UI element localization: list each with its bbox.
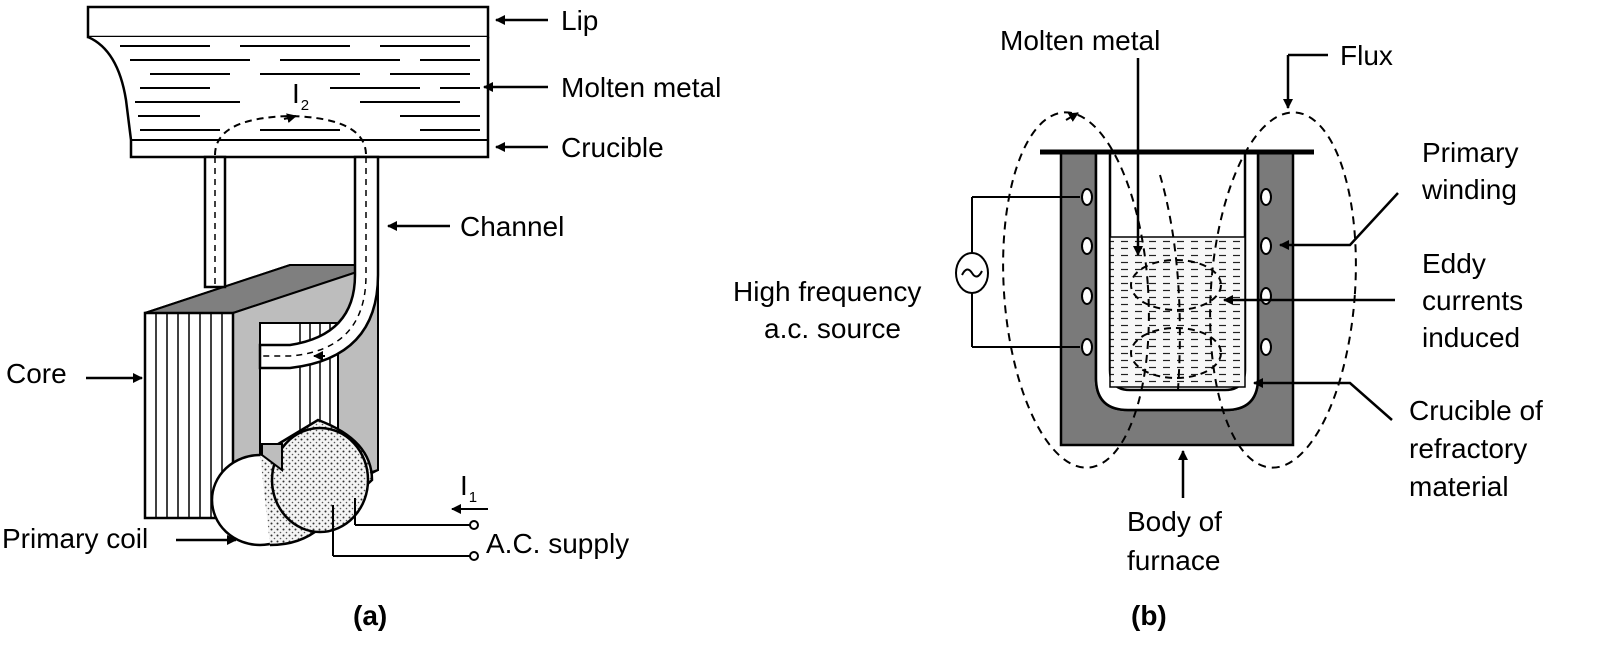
caption-b: (b) <box>1131 600 1167 631</box>
label-source-1: High frequency <box>733 276 921 307</box>
crucible-tank <box>86 5 490 159</box>
current-i2-symbol: I <box>292 78 300 109</box>
eddy-current-loops <box>1130 259 1222 379</box>
label-source-2: a.c. source <box>764 313 901 344</box>
label-primary-coil: Primary coil <box>2 523 148 554</box>
label-flux: Flux <box>1340 40 1393 71</box>
label-molten-metal-a: Molten metal <box>561 72 721 103</box>
label-body-1: Body of <box>1127 506 1222 537</box>
label-primary-winding-1: Primary <box>1422 137 1518 168</box>
ac-supply-leads <box>332 498 488 561</box>
label-eddy-3: induced <box>1422 322 1520 353</box>
label-current-i1: I1 <box>460 470 477 506</box>
figure-b: Molten metal Flux Primary winding Eddy c… <box>733 25 1543 631</box>
label-lip: Lip <box>561 5 598 36</box>
figure-a-arrows <box>86 15 548 545</box>
label-crucible-b-1: Crucible of <box>1409 395 1543 426</box>
core-laminations <box>155 313 223 518</box>
current-i1-subscript: 1 <box>469 489 477 506</box>
current-i1-symbol: I <box>460 470 468 501</box>
flux-lines <box>1002 111 1357 469</box>
label-crucible-b-2: refractory <box>1409 433 1527 464</box>
molten-metal-lines <box>120 45 480 131</box>
label-molten-metal-b: Molten metal <box>1000 25 1160 56</box>
channel-loop <box>203 113 380 370</box>
label-eddy-1: Eddy <box>1422 248 1486 279</box>
label-primary-winding-2: winding <box>1421 174 1517 205</box>
primary-coil <box>210 418 374 547</box>
label-channel: Channel <box>460 211 564 242</box>
caption-a: (a) <box>353 600 387 631</box>
label-ac-supply: A.C. supply <box>486 528 629 559</box>
label-current-i2: I2 <box>292 78 309 114</box>
label-body-2: furnace <box>1127 545 1220 576</box>
label-crucible-b-3: material <box>1409 471 1509 502</box>
label-core: Core <box>6 358 67 389</box>
current-i2-subscript: 2 <box>301 97 309 114</box>
figure-a: Lip Molten metal Crucible Channel Core P… <box>2 5 721 631</box>
ac-source <box>955 196 1080 348</box>
primary-winding-turns <box>1081 188 1272 356</box>
label-crucible-a: Crucible <box>561 132 664 163</box>
figure-b-arrows <box>1133 53 1399 498</box>
molten-metal-b <box>1109 236 1246 388</box>
label-eddy-2: currents <box>1422 285 1523 316</box>
